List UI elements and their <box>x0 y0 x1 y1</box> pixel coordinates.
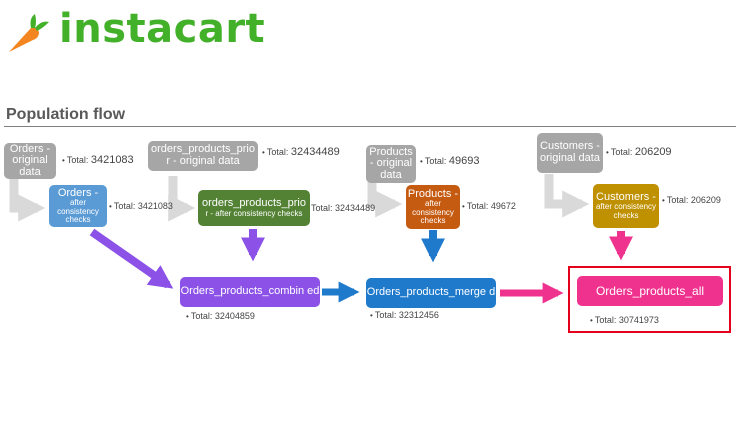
arrow-orders-check <box>9 178 46 222</box>
customers-checked-total: •Total: 206209 <box>662 195 721 205</box>
brand-name: instacart <box>59 6 266 52</box>
op-prior-checked-total: Total: 32434489 <box>311 203 376 213</box>
products-checked-box: Products - after consistency checks <box>406 185 460 229</box>
page-title: Population flow <box>6 106 126 123</box>
op-merged-box: Orders_products_merge d <box>366 278 496 308</box>
op-prior-checked-box: orders_products_prio r - after consisten… <box>198 190 310 226</box>
products-original-box: Products - original data <box>366 145 416 183</box>
arrow-op-prior-check <box>168 176 196 222</box>
arrow-customers-check <box>544 174 590 218</box>
orders-original-box: Orders - original data <box>4 143 56 179</box>
products-original-total: •Total: 49693 <box>420 155 480 167</box>
op-prior-original-total: •Total: 32434489 <box>262 146 340 158</box>
orders-original-total: •Total: 3421083 <box>62 154 134 166</box>
arrow-products-check <box>367 182 403 218</box>
orders-checked-box: Orders - after consistency checks <box>49 185 107 227</box>
title-divider <box>4 126 736 127</box>
orders-checked-total: •Total: 3421083 <box>109 201 173 211</box>
op-merged-total: •Total: 32312456 <box>370 310 439 320</box>
customers-checked-box: Customers - after consistency checks <box>593 184 659 228</box>
op-prior-original-box: orders_products_prio r - original data <box>148 141 258 171</box>
op-all-box: Orders_products_all <box>577 276 723 306</box>
carrot-icon <box>9 14 49 52</box>
customers-original-box: Customers - original data <box>537 133 603 173</box>
op-combined-box: Orders_products_combin ed <box>180 277 320 307</box>
final-dataset-highlight <box>568 266 731 333</box>
customers-original-total: •Total: 206209 <box>606 146 672 158</box>
instacart-logo: instacart <box>5 6 265 56</box>
products-checked-total: •Total: 49672 <box>462 201 516 211</box>
op-all-total: •Total: 30741973 <box>590 315 659 325</box>
op-combined-total: •Total: 32404859 <box>186 311 255 321</box>
arrow-orders-to-combined <box>89 228 174 289</box>
